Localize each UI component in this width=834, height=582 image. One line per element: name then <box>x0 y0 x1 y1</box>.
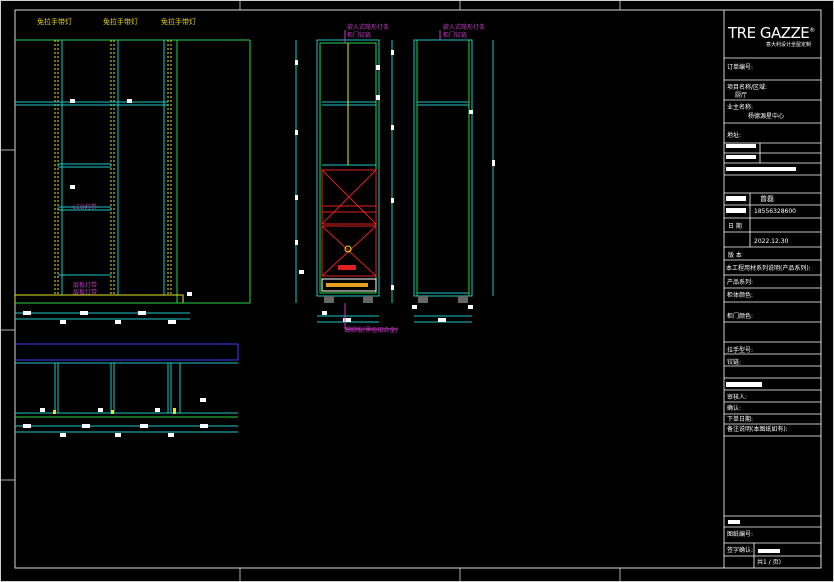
address-label: 地址: <box>727 132 742 139</box>
date-label: 日 期 <box>728 223 742 230</box>
redacted-bar <box>726 155 756 159</box>
side-note-c: 层板灯带 <box>73 289 98 296</box>
center-note-1b: 柜门铰链 <box>347 32 372 39</box>
redacted-bar <box>726 196 746 201</box>
redacted-bar <box>726 208 746 213</box>
project-no-label: 订单编号: <box>727 64 754 71</box>
order-date-label: 下单日期: <box>727 416 754 423</box>
center-note-1a: 嵌入式隐形灯条 <box>347 24 390 31</box>
customer-label: 业主名称: <box>727 104 754 111</box>
label-top-2: 免拉手带灯 <box>103 18 138 26</box>
page-label: 共1 / 页) <box>757 559 781 566</box>
product-series-label: 产品系列: <box>727 279 754 286</box>
hinge-label: 铰链: <box>727 359 742 366</box>
center-note-2b: 柜门铰链 <box>443 32 468 39</box>
brand-subtitle: 意大利设计全屋定制 <box>766 42 812 48</box>
cabinet-color-label: 柜体颜色: <box>727 292 754 299</box>
door-color-label: 柜门颜色: <box>727 313 754 320</box>
center-elevation <box>295 30 398 330</box>
left-elevation <box>14 39 251 324</box>
label-top-1: 免拉手带灯 <box>37 18 72 26</box>
center-note-2a: 嵌入式隐形灯条 <box>443 24 486 31</box>
brand-logo: TRE GAZZE® <box>728 24 815 42</box>
phone-value: 18556328600 <box>754 208 796 215</box>
redacted-bar <box>726 167 796 171</box>
redacted-bar <box>758 549 780 553</box>
designer-value: 曾磊 <box>760 195 774 203</box>
side-note-b: 层板灯带 <box>73 282 98 289</box>
customer-value: 杨德源星中心 <box>748 113 785 120</box>
drawing-no-label: 图纸编号: <box>727 531 754 538</box>
version-label: 版 本 <box>728 252 742 259</box>
handle-label: 拉手型号: <box>727 347 754 354</box>
redacted-bar <box>726 382 762 387</box>
left-plan <box>15 343 239 437</box>
side-note-a: LED灯带 <box>73 204 97 211</box>
confirm-label: 确认: <box>727 405 742 412</box>
redacted-bar <box>728 520 740 524</box>
sign-label: 签字确认: <box>727 547 754 554</box>
material-header: 本工程用材系列说明(产品系列): <box>726 265 811 272</box>
label-top-3: 免拉手带灯 <box>161 18 196 26</box>
bottom-note: 踢脚板(黑色铝合金) <box>345 327 398 334</box>
redacted-bar <box>726 144 756 148</box>
project-name-label: 项目名称/区域: <box>727 84 768 91</box>
reviewer-label: 审核人: <box>727 394 748 401</box>
title-block <box>723 10 821 568</box>
remarks-label: 备注说明(本图纸如有): <box>727 426 788 433</box>
side-elevation <box>412 30 495 323</box>
date-value: 2022.12.30 <box>754 238 789 245</box>
project-area: 厨厅 <box>735 92 748 99</box>
